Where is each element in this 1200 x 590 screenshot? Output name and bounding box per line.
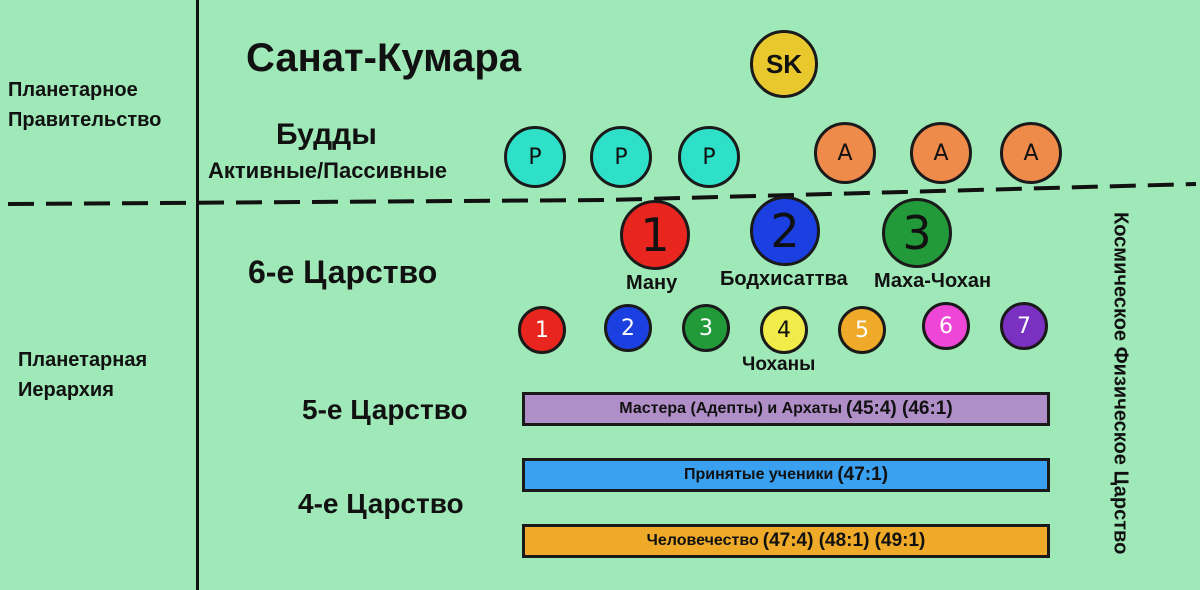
sixth-kingdom-title: 6-е Царство: [248, 254, 438, 290]
buddha-active-letter: А: [933, 140, 949, 166]
masters-bar-text: Мастера (Адепты) и Архаты: [619, 400, 843, 417]
chohan-circle: 7: [1000, 302, 1048, 350]
planetary-hierarchy-label: Планетарная Иерархия: [18, 345, 147, 405]
buddha-active-letter: А: [837, 140, 853, 166]
sanat-kumara-title: Санат-Кумара: [246, 36, 522, 80]
accepted-disciples-nums: (47:1): [837, 464, 889, 485]
humanity-bar-nums: (47:4) (48:1) (49:1): [762, 530, 926, 551]
buddha-active-letter: А: [1023, 140, 1039, 166]
chohans-label: Чоханы: [742, 354, 816, 375]
manu-number: 1: [640, 208, 670, 262]
chohan-number: 5: [855, 317, 869, 343]
mahachohan-circle: 3: [882, 198, 952, 268]
vertical-divider: [196, 0, 199, 590]
chohan-number: 3: [699, 315, 713, 341]
buddha-passive-circle: Р: [590, 126, 652, 188]
planetary-government-line2: Правительство: [8, 109, 162, 131]
chohan-number: 2: [621, 315, 635, 341]
chohan-circle: 6: [922, 302, 970, 350]
accepted-disciples-bar: Принятые ученики (47:1): [522, 458, 1050, 492]
mahachohan-label: Маха-Чохан: [874, 270, 992, 292]
manu-circle: 1: [620, 200, 690, 270]
sk-circle-text: SK: [765, 48, 803, 79]
buddhas-title: Будды: [276, 118, 377, 151]
buddha-passive-circle: Р: [504, 126, 566, 188]
buddha-active-circle: А: [910, 122, 972, 184]
planetary-government-label: Планетарное Правительство: [8, 75, 161, 135]
chohan-circle: 3: [682, 304, 730, 352]
buddha-passive-letter: Р: [528, 144, 542, 170]
dashed-divider: [8, 182, 1197, 206]
planetary-hierarchy-line1: Планетарная: [18, 349, 148, 371]
cosmic-physical-kingdom-label: Космическое Физическое Царство: [1100, 188, 1140, 578]
manu-label: Ману: [626, 272, 678, 294]
buddhas-subtitle: Активные/Пассивные: [208, 158, 448, 183]
fifth-kingdom-title: 5-е Царство: [302, 394, 468, 425]
buddha-active-circle: А: [814, 122, 876, 184]
chohan-circle: 1: [518, 306, 566, 354]
bodhisattva-number: 2: [770, 204, 800, 258]
fourth-kingdom-title: 4-е Царство: [298, 488, 464, 519]
chohan-number: 4: [777, 317, 791, 343]
chohan-number: 6: [939, 313, 953, 339]
cosmic-physical-kingdom-text: Космическое Физическое Царство: [1109, 211, 1132, 555]
chohan-circle: 4: [760, 306, 808, 354]
masters-bar: Мастера (Адепты) и Архаты (45:4) (46:1): [522, 392, 1050, 426]
buddha-active-circle: А: [1000, 122, 1062, 184]
buddha-passive-letter: Р: [702, 144, 716, 170]
masters-bar-nums: (45:4) (46:1): [846, 398, 953, 419]
planetary-hierarchy-line2: Иерархия: [18, 379, 114, 401]
planetary-government-line1: Планетарное: [8, 79, 138, 101]
buddha-passive-circle: Р: [678, 126, 740, 188]
chohan-circle: 2: [604, 304, 652, 352]
mahachohan-number: 3: [902, 206, 932, 260]
humanity-bar: Человечество (47:4) (48:1) (49:1): [522, 524, 1050, 558]
chohan-circle: 5: [838, 306, 886, 354]
accepted-disciples-text: Принятые ученики: [683, 466, 834, 483]
chohan-number: 1: [535, 317, 549, 343]
bodhisattva-circle: 2: [750, 196, 820, 266]
buddha-passive-letter: Р: [614, 144, 628, 170]
bodhisattva-label: Бодхисаттва: [720, 268, 848, 290]
humanity-bar-text: Человечество: [646, 532, 759, 549]
sk-circle: SK: [750, 30, 818, 98]
chohan-number: 7: [1017, 313, 1031, 339]
